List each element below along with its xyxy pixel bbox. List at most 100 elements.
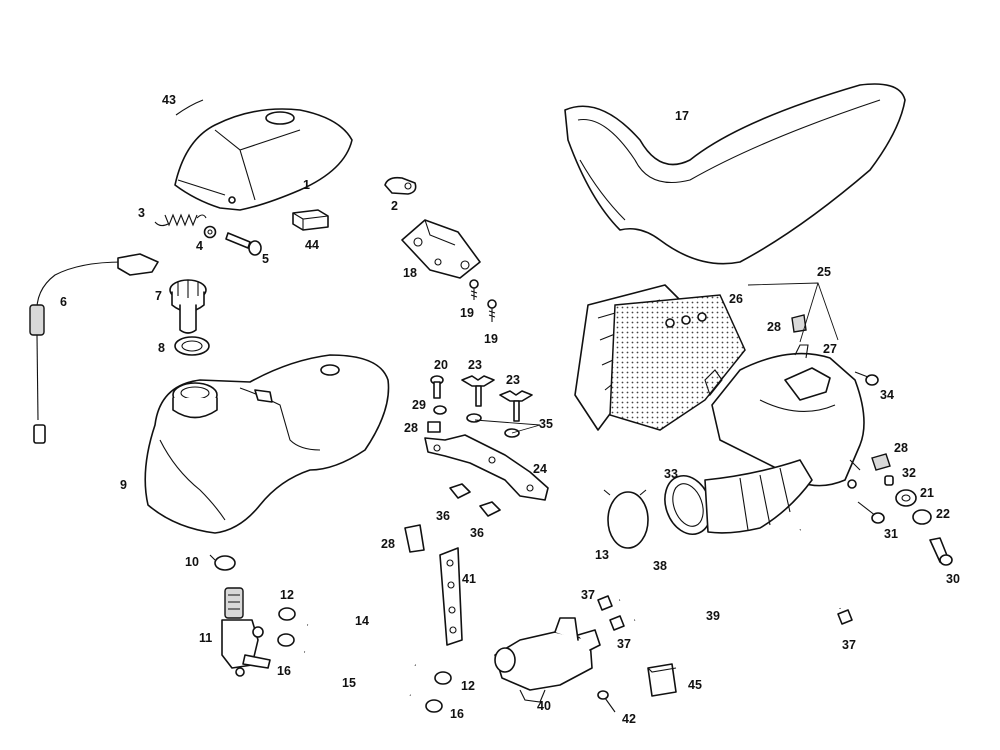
- part-23-wing-screw: [461, 375, 495, 407]
- part-32-plug: [884, 475, 894, 486]
- part-14-hose: [307, 623, 416, 667]
- callout-28b: 28: [381, 537, 395, 551]
- leader-lines: [474, 282, 839, 434]
- callout-16b: 16: [450, 707, 464, 721]
- part-37-clip-2: [609, 615, 625, 631]
- callout-2: 2: [391, 199, 398, 213]
- callout-38: 38: [653, 559, 667, 573]
- callout-22: 22: [936, 507, 950, 521]
- callout-20: 20: [434, 358, 448, 372]
- part-41-strap: [439, 547, 463, 646]
- part-16-clamp-right: [425, 699, 443, 713]
- callout-16a: 16: [277, 664, 291, 678]
- callout-37c: 37: [842, 638, 856, 652]
- part-35-washers: [466, 413, 520, 438]
- callout-5: 5: [262, 252, 269, 266]
- callout-18: 18: [403, 266, 417, 280]
- part-6-fuel-sensor: [29, 253, 159, 444]
- callout-19a: 19: [460, 306, 474, 320]
- callout-25: 25: [817, 265, 831, 279]
- part-28-clip-a: [427, 421, 441, 433]
- part-27-airbox: [704, 344, 865, 489]
- part-37-clip-3: [837, 609, 853, 625]
- callout-28c: 28: [767, 320, 781, 334]
- part-8-ring: [174, 336, 210, 356]
- part-30-bolt: [929, 537, 953, 566]
- callout-12b: 12: [461, 679, 475, 693]
- callout-24: 24: [533, 462, 547, 476]
- part-23-wing-screw-2: [499, 390, 533, 422]
- part-28-clip-c: [791, 314, 807, 333]
- part-38-hose: [619, 528, 802, 602]
- callout-17: 17: [675, 109, 689, 123]
- callout-40: 40: [537, 699, 551, 713]
- callout-21: 21: [920, 486, 934, 500]
- callout-39: 39: [706, 609, 720, 623]
- part-2-clip: [384, 176, 417, 195]
- callout-31: 31: [884, 527, 898, 541]
- callout-9: 9: [120, 478, 127, 492]
- part-20-screw: [430, 375, 444, 399]
- part-18-bracket: [401, 219, 481, 279]
- part-28-clip-b: [404, 524, 425, 553]
- part-37-clip: [597, 595, 613, 611]
- callout-7: 7: [155, 289, 162, 303]
- part-16-clamp: [277, 633, 295, 647]
- part-10-clamp: [209, 554, 236, 571]
- callout-12a: 12: [280, 588, 294, 602]
- part-43-clip: [175, 99, 204, 116]
- callout-36b: 36: [470, 526, 484, 540]
- part-42-screw: [597, 690, 616, 713]
- part-21-grommet: [895, 489, 917, 507]
- callout-6: 6: [60, 295, 67, 309]
- callout-36a: 36: [436, 509, 450, 523]
- callout-labels: 1 2 3 4 5 6 7 8 9 10 11 12 12 13 14 15 1…: [60, 93, 960, 726]
- callout-41: 41: [462, 572, 476, 586]
- callout-29: 29: [412, 398, 426, 412]
- part-4-nut: [203, 225, 217, 239]
- callout-3: 3: [138, 206, 145, 220]
- callout-37a: 37: [581, 588, 595, 602]
- part-44-pad: [292, 209, 329, 231]
- callout-13: 13: [595, 548, 609, 562]
- part-45-pad: [647, 663, 677, 697]
- callout-26: 26: [729, 292, 743, 306]
- callout-15: 15: [342, 676, 356, 690]
- part-7-filler-cap: [169, 279, 207, 334]
- callout-14: 14: [355, 614, 369, 628]
- part-3-spring: [154, 213, 207, 227]
- part-17-seat: [564, 83, 906, 265]
- callout-1: 1: [303, 178, 310, 192]
- part-31-screw: [857, 501, 885, 524]
- callout-28d: 28: [894, 441, 908, 455]
- callout-10: 10: [185, 555, 199, 569]
- part-22-grommet: [912, 509, 932, 525]
- callout-43: 43: [162, 93, 176, 107]
- part-13-hose-clamp: [603, 489, 649, 549]
- part-19-screw-2: [487, 299, 497, 322]
- callout-4: 4: [196, 239, 203, 253]
- callout-42: 42: [622, 712, 636, 726]
- part-11-fuel-tap: [221, 587, 271, 677]
- callout-19b: 19: [484, 332, 498, 346]
- callout-44: 44: [305, 238, 319, 252]
- callout-35: 35: [539, 417, 553, 431]
- callout-32: 32: [902, 466, 916, 480]
- part-12-clamp-right: [434, 671, 452, 685]
- callout-23b: 23: [506, 373, 520, 387]
- callout-37b: 37: [617, 637, 631, 651]
- callout-30: 30: [946, 572, 960, 586]
- callout-27: 27: [823, 342, 837, 356]
- callout-28a: 28: [404, 421, 418, 435]
- part-19-screw: [469, 279, 479, 300]
- part-5-bolt: [225, 232, 262, 256]
- part-36-clip-nut-2: [479, 501, 501, 517]
- part-33-intake-hose: [664, 459, 813, 535]
- part-34-screw: [854, 371, 879, 386]
- part-39-hose: [634, 567, 842, 622]
- part-36-clip-nut: [449, 483, 471, 499]
- callout-23a: 23: [468, 358, 482, 372]
- callout-34: 34: [880, 388, 894, 402]
- callout-33: 33: [664, 467, 678, 481]
